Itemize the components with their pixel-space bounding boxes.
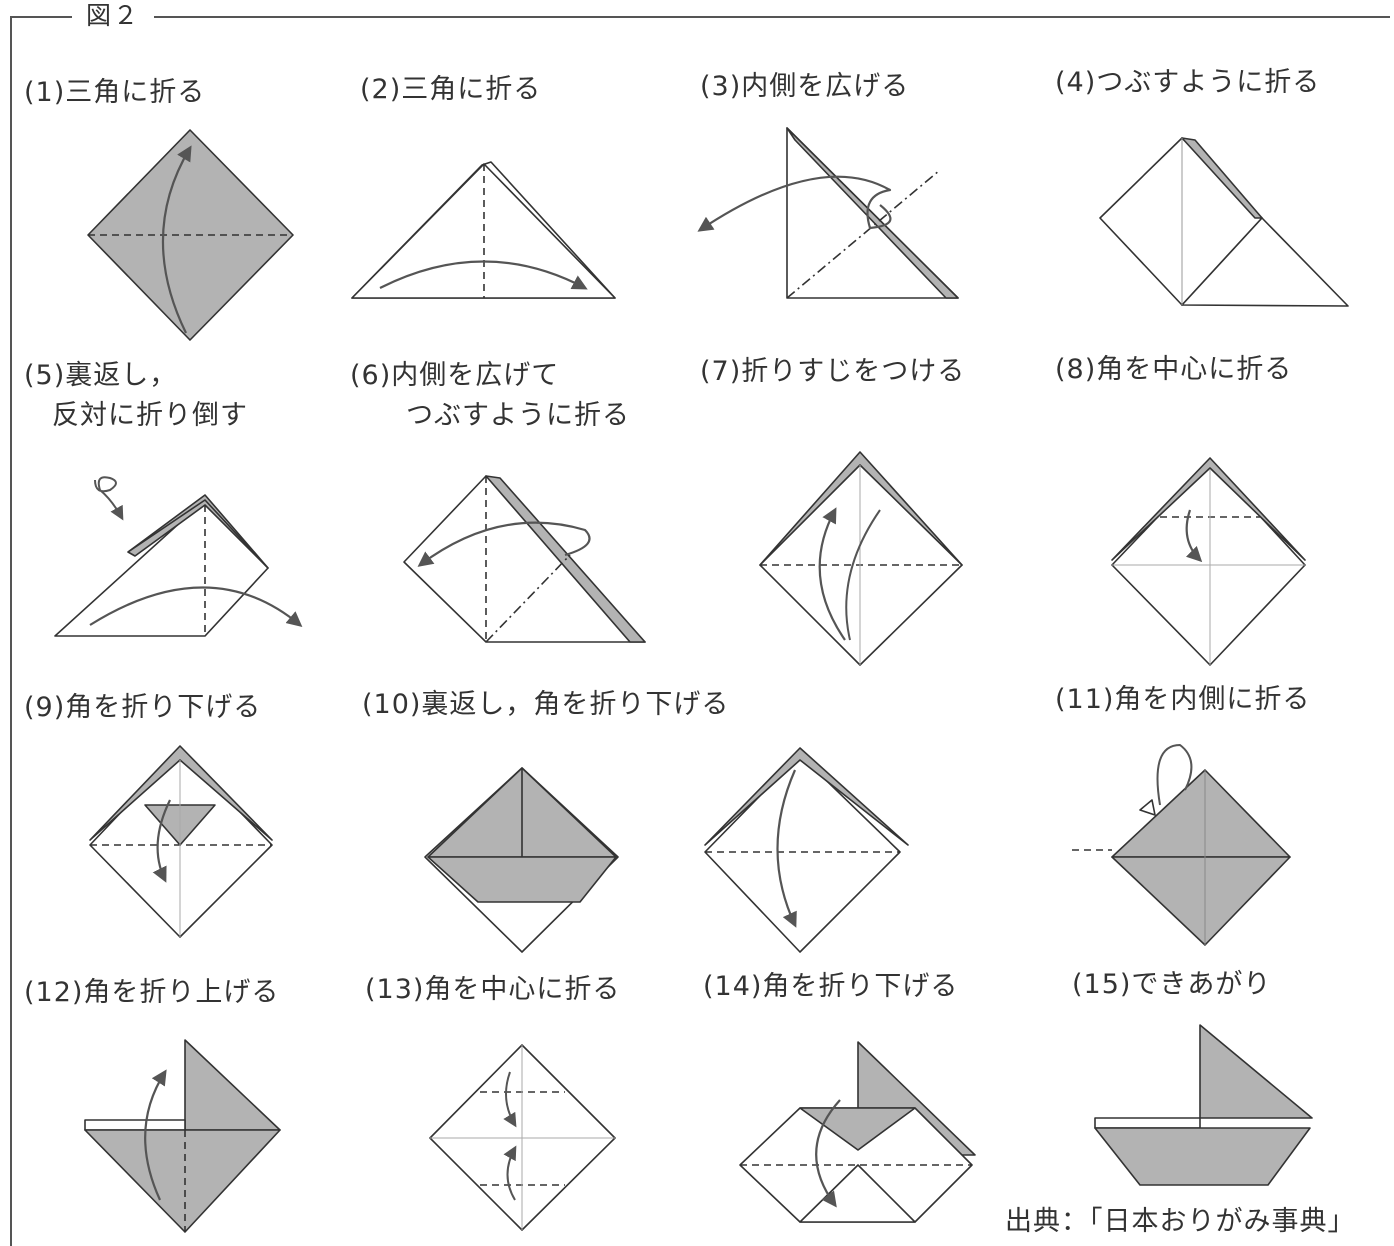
step-14-diagram	[740, 1042, 975, 1222]
source-citation: 出典：「日本おりがみ事典」	[1005, 1202, 1362, 1242]
step-13-diagram	[430, 1045, 615, 1230]
step-3-diagram	[700, 128, 958, 298]
step-4-diagram	[1100, 138, 1348, 306]
step-10-diagram-b	[705, 748, 908, 952]
step-11-diagram	[1072, 745, 1290, 945]
step-2-diagram	[352, 162, 615, 298]
step-10-diagram-a	[425, 768, 618, 952]
step-5-diagram	[55, 477, 300, 636]
step-1-diagram	[88, 130, 293, 340]
step-12-diagram	[85, 1040, 280, 1232]
step-9-diagram	[90, 746, 272, 937]
step-7-diagram	[760, 452, 962, 665]
step-6-diagram	[404, 476, 645, 642]
step-15-diagram	[1095, 1025, 1312, 1185]
step-8-diagram	[1112, 458, 1305, 665]
